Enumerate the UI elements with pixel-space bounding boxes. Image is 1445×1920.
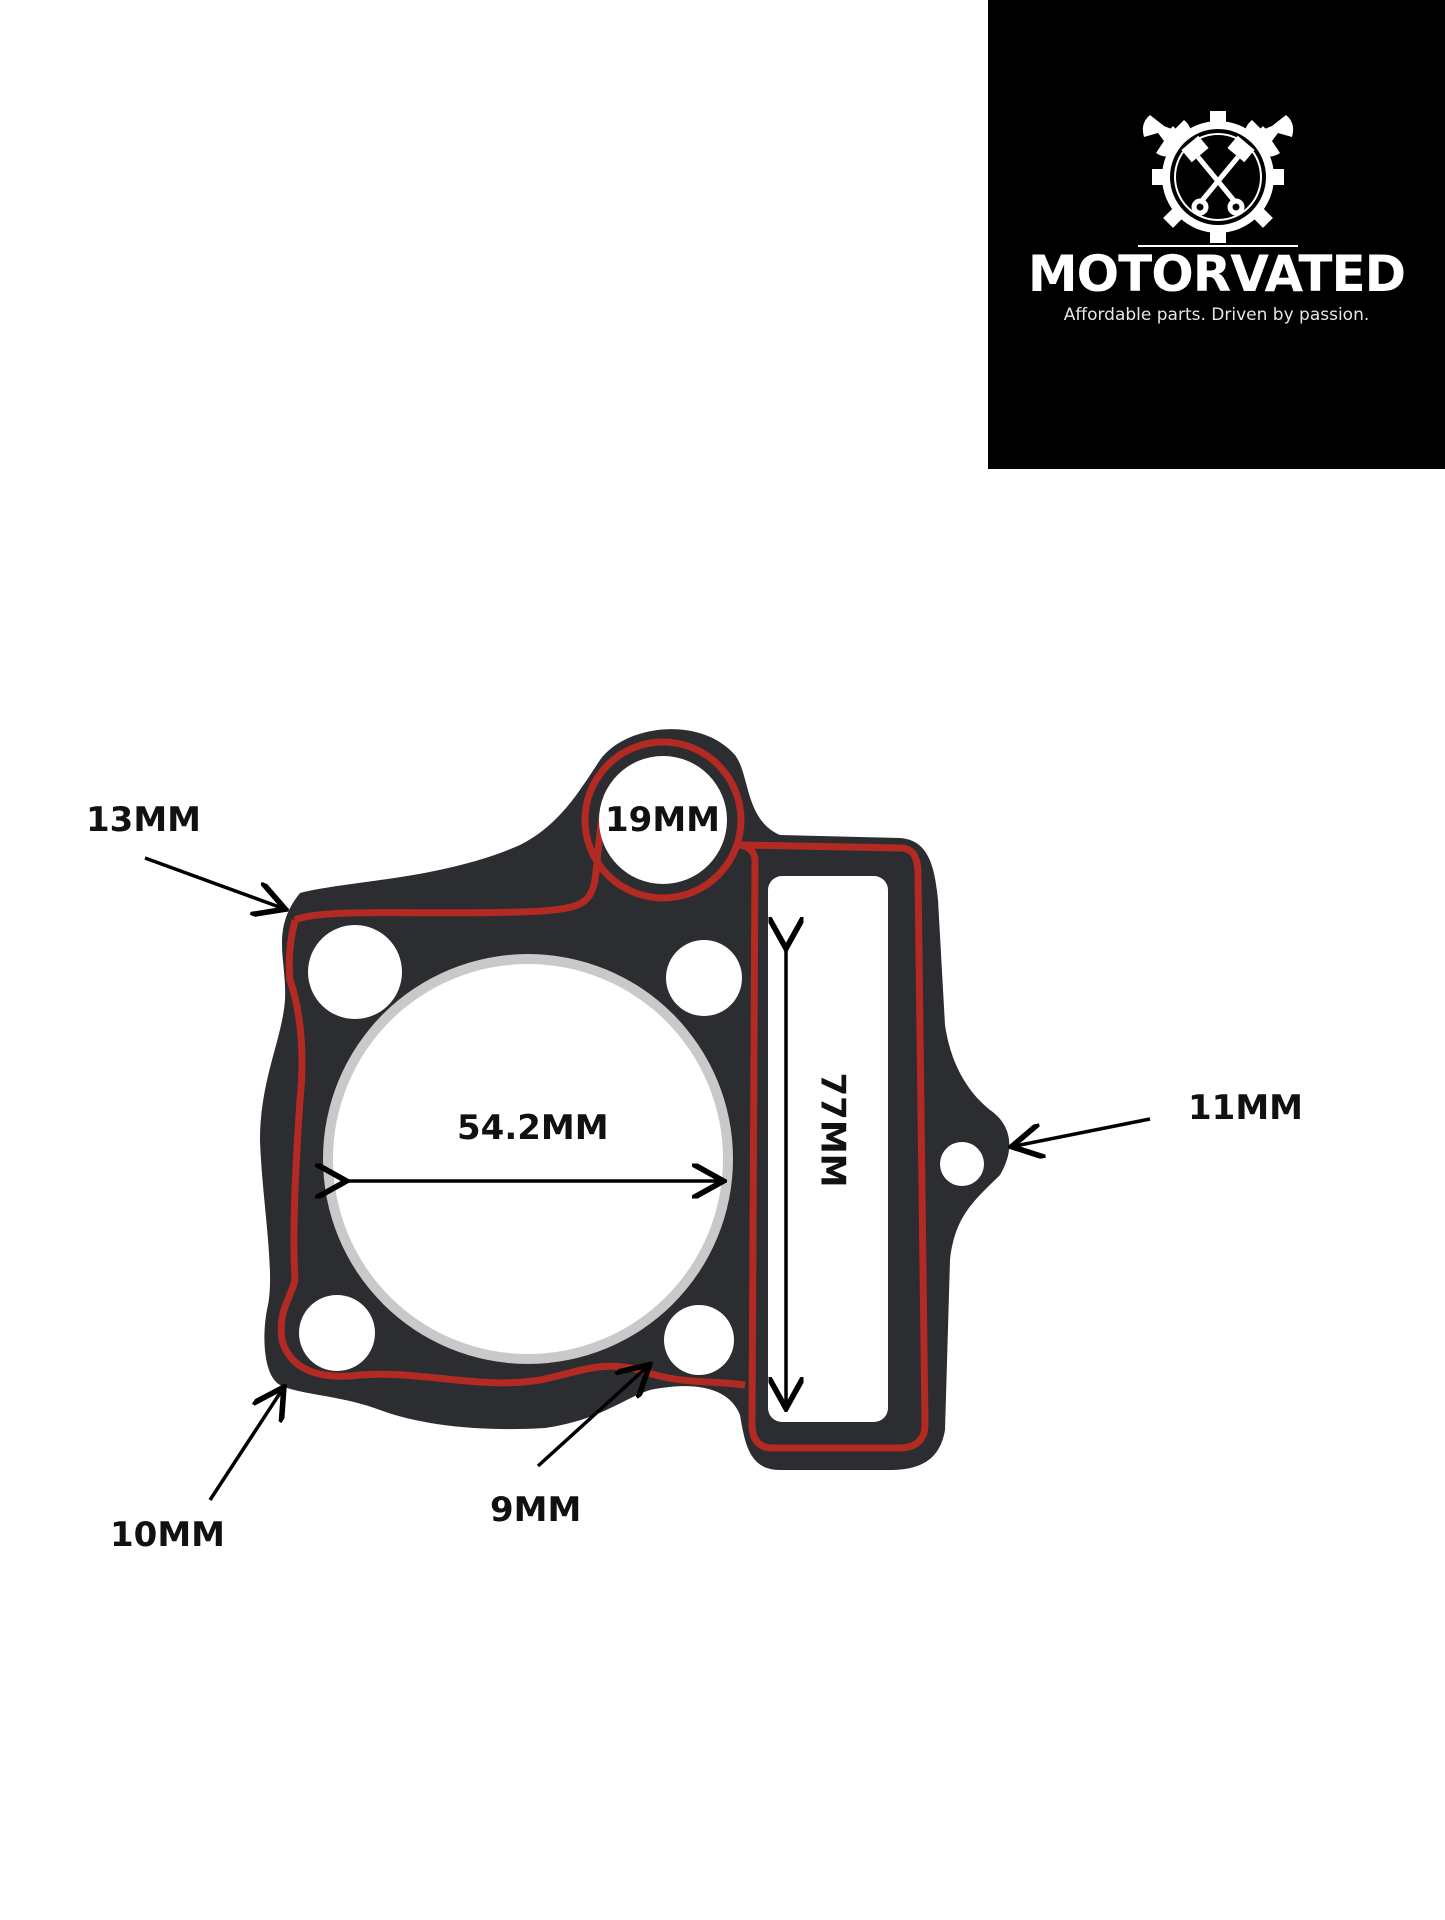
dimension-arrows <box>144 856 1151 1501</box>
seal-bead <box>277 738 929 1452</box>
bolt-hole-top-left <box>308 925 402 1019</box>
label-19mm: 19MM <box>605 800 720 840</box>
bore-opening <box>333 964 723 1354</box>
bolt-hole-top-right <box>666 940 742 1016</box>
label-11mm: 11MM <box>1188 1088 1303 1128</box>
label-54-2mm: 54.2MM <box>457 1108 609 1148</box>
wrench-gear-piston-icon <box>1138 111 1298 247</box>
brand-logo-panel: MOTORVATED Affordable parts. Driven by p… <box>988 0 1445 469</box>
label-77mm: 77MM <box>812 1072 853 1188</box>
bolt-hole-bottom-right <box>664 1305 734 1375</box>
brand-tagline: Affordable parts. Driven by passion. <box>1063 305 1370 325</box>
label-9mm: 9MM <box>490 1490 582 1530</box>
label-13mm: 13MM <box>86 800 201 840</box>
bolt-hole-bottom-left <box>299 1295 375 1371</box>
side-hole-right <box>940 1142 984 1186</box>
brand-name: MOTORVATED <box>1027 245 1406 303</box>
dowel-hole-top <box>599 756 727 884</box>
label-10mm: 10MM <box>110 1515 225 1555</box>
